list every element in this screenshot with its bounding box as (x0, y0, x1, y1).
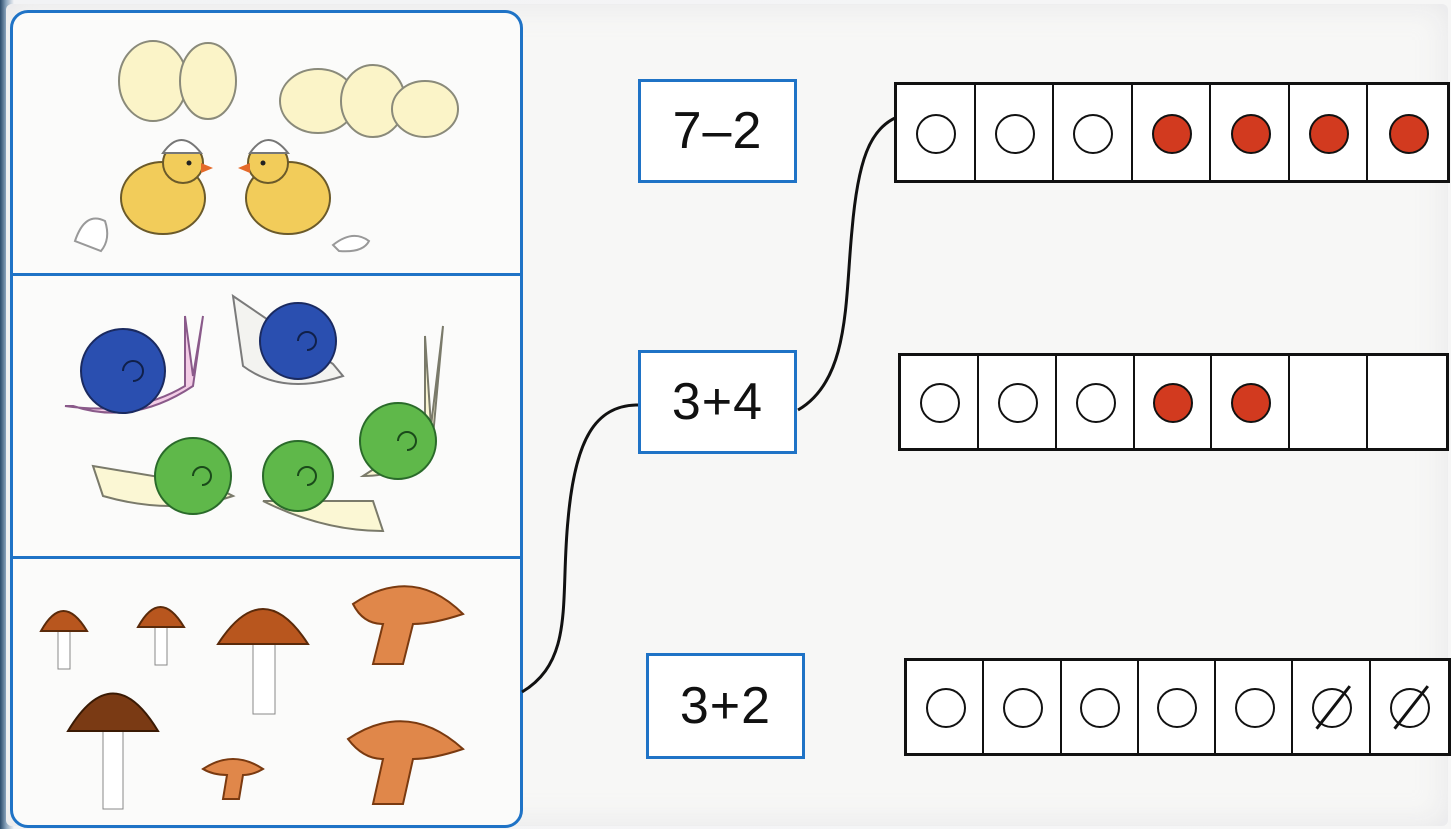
counter-cell[interactable] (1216, 661, 1294, 753)
filled-counter (1151, 113, 1192, 154)
empty-counter (997, 383, 1038, 423)
mushroom (216, 608, 310, 715)
counter-cell[interactable] (1062, 661, 1139, 753)
counter-cell[interactable] (907, 661, 985, 753)
empty-counter (1075, 383, 1116, 423)
counter-cell[interactable] (1371, 661, 1448, 753)
counter-row (894, 82, 1450, 183)
snail-green (359, 325, 444, 480)
expression-box[interactable]: 7–2 (638, 79, 797, 183)
counter-cell[interactable] (1290, 85, 1369, 180)
eggshell (331, 234, 371, 253)
counter-cell[interactable] (1135, 356, 1213, 448)
snail-blue (64, 315, 204, 414)
counter-row (904, 658, 1451, 756)
counter-cell[interactable] (901, 356, 979, 448)
expression-box[interactable]: 3+4 (638, 350, 797, 454)
divider (13, 556, 520, 559)
counter-cell[interactable] (1054, 85, 1133, 180)
picture-chicks-and-eggs[interactable] (13, 13, 520, 273)
counter-cell[interactable] (984, 661, 1062, 753)
counter-cell[interactable] (1139, 661, 1217, 753)
counter-cell[interactable] (1211, 85, 1290, 180)
counter-cell[interactable] (897, 85, 976, 180)
empty-counter (994, 113, 1035, 154)
counter-cell[interactable] (979, 356, 1057, 448)
mushroom (351, 585, 465, 665)
connector-mushrooms-to-3plus4 (521, 403, 639, 694)
counter-cell[interactable] (976, 85, 1055, 180)
picture-snails[interactable] (13, 276, 520, 556)
empty-counter (916, 113, 957, 154)
picture-mushrooms[interactable] (13, 559, 520, 825)
chick (120, 139, 213, 235)
crossed-counter (1390, 688, 1431, 728)
filled-counter (1153, 383, 1194, 423)
empty-counter (925, 688, 966, 728)
snail-green (262, 440, 385, 533)
connector-3plus4-to-row1 (797, 116, 896, 412)
egg (391, 80, 459, 138)
counter-cell[interactable] (1368, 85, 1447, 180)
mushroom (66, 692, 160, 810)
snail-blue (231, 293, 345, 385)
counter-cell[interactable] (1212, 356, 1291, 448)
empty-counter (919, 383, 960, 423)
divider (13, 273, 520, 276)
mushroom (201, 758, 265, 800)
filled-counter (1231, 383, 1272, 423)
expression-box[interactable]: 3+2 (646, 653, 805, 759)
empty-counter (1080, 688, 1121, 728)
filled-counter (1309, 113, 1350, 154)
filled-counter (1230, 113, 1271, 154)
eggshell (73, 217, 109, 253)
empty-counter (1234, 688, 1275, 728)
counter-cell[interactable] (1290, 356, 1369, 448)
mushroom (39, 610, 89, 670)
empty-counter (1002, 688, 1043, 728)
filled-counter (1388, 113, 1429, 154)
counter-row (898, 353, 1449, 451)
empty-counter (1073, 113, 1114, 154)
counter-cell[interactable] (1293, 661, 1371, 753)
mushroom (136, 606, 186, 666)
counter-cell[interactable] (1368, 356, 1446, 448)
chick (238, 139, 331, 235)
crossed-counter (1312, 688, 1353, 728)
mushroom (346, 720, 465, 805)
empty-counter (1157, 688, 1198, 728)
counter-cell[interactable] (1133, 85, 1212, 180)
egg (179, 42, 237, 120)
snail-green (91, 437, 236, 515)
picture-panel (10, 10, 523, 828)
counter-cell[interactable] (1057, 356, 1135, 448)
